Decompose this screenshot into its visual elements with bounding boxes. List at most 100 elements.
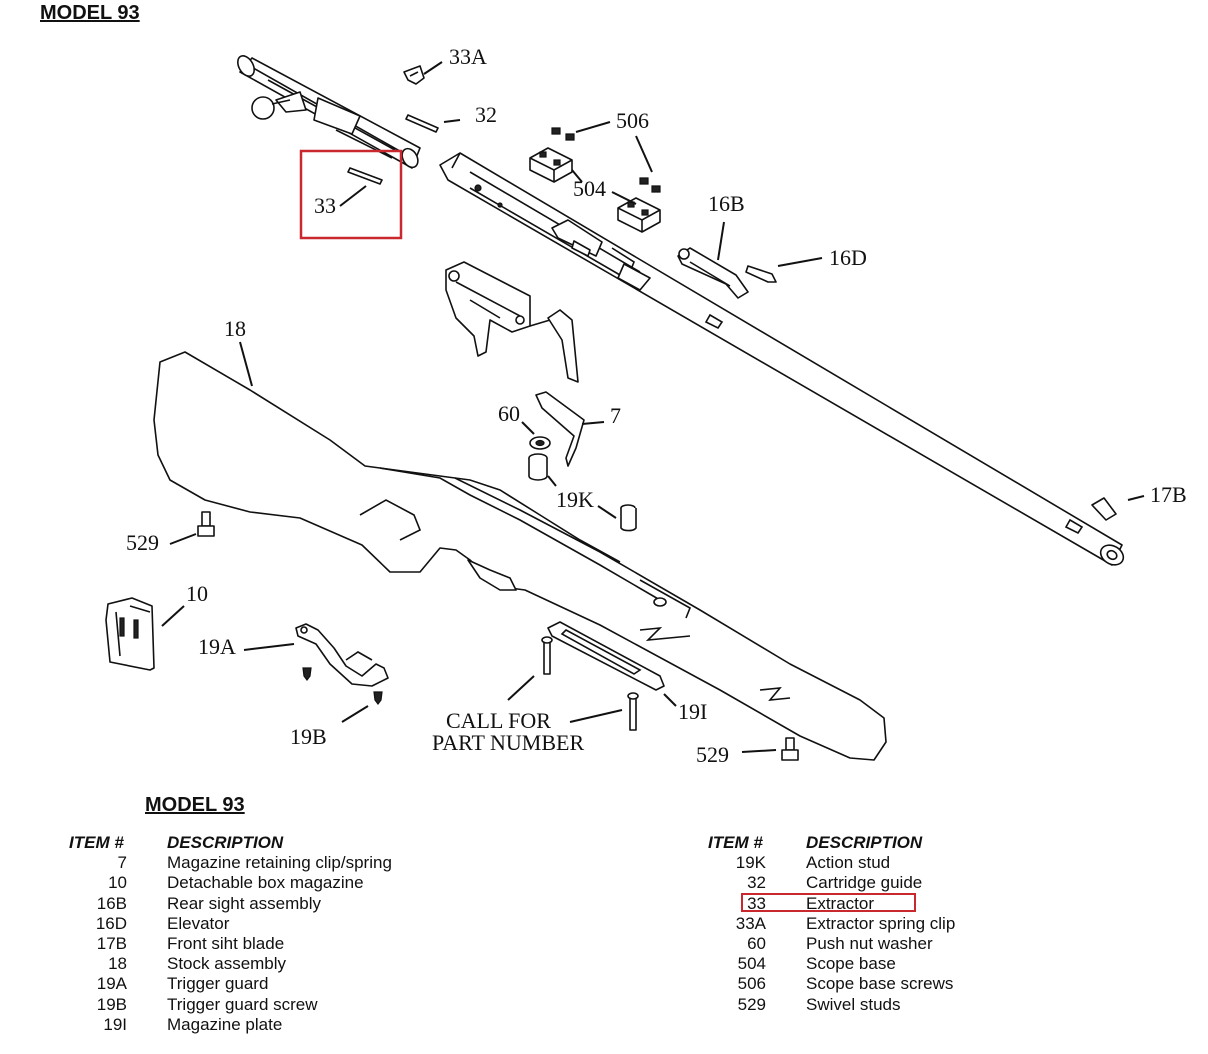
- table-row: 19A Trigger guard: [69, 974, 392, 994]
- extractor: [347, 167, 383, 185]
- page-title: MODEL 93: [40, 2, 140, 24]
- callout-10: 10: [186, 581, 208, 606]
- item-description: Scope base screws: [806, 974, 954, 994]
- callout-16D: 16D: [829, 245, 867, 270]
- callout-call-line2: PART NUMBER: [432, 730, 584, 755]
- item-description: Action stud: [806, 853, 891, 873]
- table-row: 32 Cartridge guide: [708, 873, 955, 893]
- table-row: 16B Rear sight assembly: [69, 894, 392, 914]
- trigger-group: [445, 261, 579, 383]
- scope-base-front: [529, 147, 573, 183]
- item-number: 33A: [735, 913, 766, 933]
- header-description: DESCRIPTION: [167, 833, 284, 852]
- item-number: 529: [737, 994, 766, 1014]
- item-description: Trigger guard: [167, 974, 269, 994]
- push-nut-washer: [529, 436, 551, 450]
- magazine-retaining-clip: [535, 391, 585, 467]
- table-row: 33A Extractor spring clip: [708, 913, 956, 934]
- item-number: 33: [747, 893, 766, 913]
- callout-19A: 19A: [198, 634, 236, 659]
- table-row: 19I Magazine plate: [69, 1015, 392, 1035]
- scope-base-screws: [551, 127, 661, 193]
- item-description: Magazine retaining clip/spring: [167, 853, 392, 873]
- item-number: 19K: [735, 853, 766, 873]
- item-number: 10: [108, 873, 127, 893]
- item-number: 60: [747, 934, 766, 954]
- table-row: 60 Push nut washer: [708, 934, 955, 954]
- item-description: Cartridge guide: [806, 873, 923, 893]
- item-description: Front siht blade: [167, 934, 285, 954]
- item-description: Magazine plate: [167, 1014, 283, 1034]
- table-title: MODEL 93: [145, 794, 245, 816]
- item-number: 16D: [95, 913, 127, 933]
- table-row: 16D Elevator: [69, 914, 392, 934]
- item-description: Stock assembly: [167, 954, 287, 974]
- callout-506: 506: [616, 108, 649, 133]
- item-number: 506: [737, 974, 766, 994]
- item-description: Swivel studs: [806, 994, 901, 1014]
- callout-19K: 19K: [556, 487, 594, 512]
- table-header: ITEM # DESCRIPTION: [708, 833, 955, 853]
- callout-32: 32: [475, 102, 497, 127]
- callout-7: 7: [610, 403, 621, 428]
- callout-18: 18: [224, 316, 246, 341]
- item-description: Scope base: [806, 954, 896, 974]
- barrel-receiver: [439, 152, 1125, 566]
- table-header: ITEM # DESCRIPTION: [69, 833, 392, 853]
- item-description: Trigger guard screw: [167, 994, 318, 1014]
- item-number: 19B: [96, 994, 127, 1014]
- item-number: 32: [747, 873, 766, 893]
- magazine-plate: [547, 621, 665, 691]
- item-number: 504: [737, 954, 766, 974]
- parts-table-left: ITEM # DESCRIPTION 7 Magazine retaining c…: [69, 833, 392, 1035]
- item-description: Extractor spring clip: [806, 913, 956, 933]
- elevator: [745, 265, 777, 283]
- leader-lines: [161, 61, 1145, 753]
- table-row: 18 Stock assembly: [69, 954, 392, 974]
- scope-base-rear: [617, 197, 661, 233]
- cartridge-guide: [405, 114, 439, 133]
- highlight-box-33: [299, 149, 403, 240]
- callout-16B: 16B: [708, 191, 745, 216]
- item-number: 18: [108, 954, 127, 974]
- header-description: DESCRIPTION: [806, 833, 923, 852]
- action-stud-lower: [620, 504, 637, 532]
- extractor-spring-clip: [403, 65, 425, 85]
- item-number: 7: [117, 853, 127, 873]
- highlight-box-row-33: [741, 893, 916, 912]
- callout-19I: 19I: [678, 699, 707, 724]
- callout-33: 33: [314, 193, 336, 218]
- item-description: Elevator: [167, 913, 230, 933]
- trigger-guard: [295, 623, 389, 687]
- action-stud-upper: [528, 453, 548, 481]
- callout-labels: 33A 32 506 33 504 16B 16D 18 60 7 17B 19…: [126, 44, 1187, 767]
- trigger-guard-screws: [302, 667, 383, 705]
- table-row: 504 Scope base: [708, 954, 955, 974]
- callout-19B: 19B: [290, 724, 327, 749]
- callout-60: 60: [498, 401, 520, 426]
- plate-screws: [541, 636, 639, 731]
- callout-529-front: 529: [126, 530, 159, 555]
- table-row: 506 Scope base screws: [708, 974, 955, 994]
- item-number: 19I: [103, 1014, 127, 1034]
- callout-529-rear: 529: [696, 742, 729, 767]
- item-number: 19A: [96, 974, 127, 994]
- parts-table-right: ITEM # DESCRIPTION 19K Action stud 32 Cart…: [708, 833, 955, 1015]
- callout-33A: 33A: [449, 44, 487, 69]
- item-number: 16B: [96, 893, 127, 913]
- item-description: Push nut washer: [806, 934, 933, 954]
- table-row: 19K Action stud: [708, 853, 955, 873]
- table-row: 19B Trigger guard screw: [69, 995, 392, 1015]
- rear-sight-assembly: [677, 247, 749, 299]
- callout-17B: 17B: [1150, 482, 1187, 507]
- detachable-box-magazine: [105, 597, 155, 671]
- header-item: ITEM #: [69, 833, 124, 852]
- item-description: Rear sight assembly: [167, 893, 322, 913]
- front-sight-blade: [1091, 497, 1117, 521]
- swivel-stud-rear: [781, 737, 799, 761]
- swivel-stud-front: [197, 511, 215, 537]
- callout-504: 504: [573, 176, 606, 201]
- table-row: 7 Magazine retaining clip/spring: [69, 853, 392, 873]
